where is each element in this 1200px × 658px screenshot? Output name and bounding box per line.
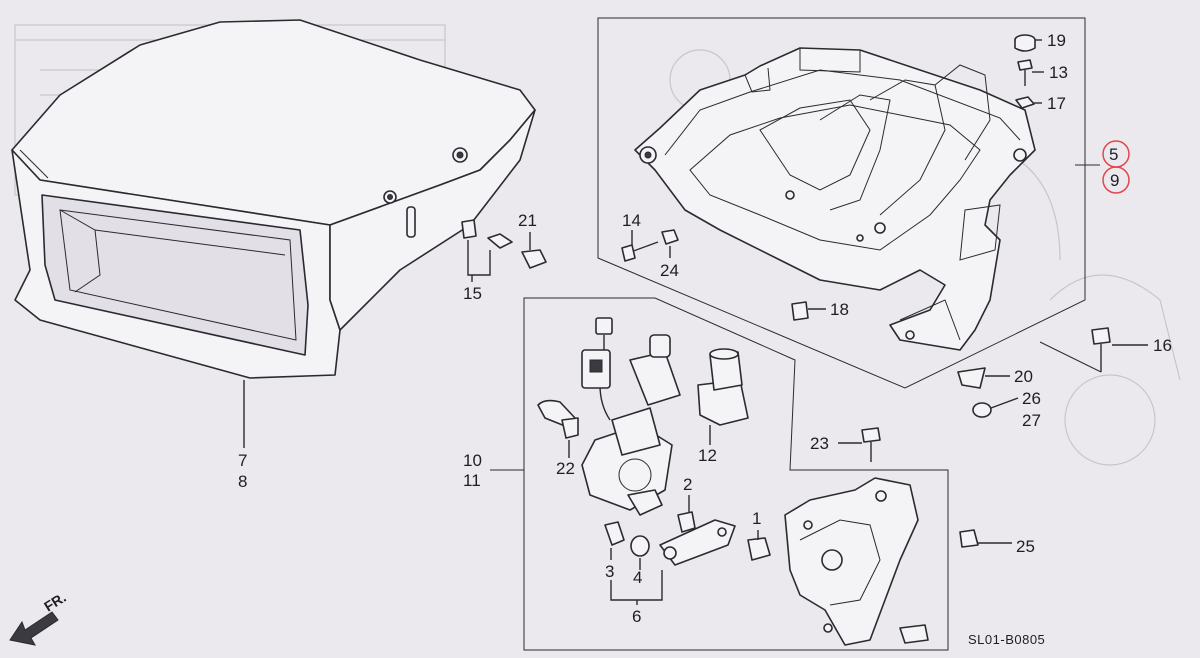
front-direction-arrow: FR.	[9, 589, 69, 646]
callout-labels: 1 2 3 4 5 6 7 8 9 10 11 12 13 14 15 16 1…	[238, 31, 1172, 626]
callout-12: 12	[698, 446, 717, 465]
lower-bracket	[784, 477, 929, 646]
callout-17: 17	[1047, 94, 1066, 113]
fasteners	[461, 34, 1148, 548]
diagram-code: SL01-B0805	[968, 632, 1045, 647]
callout-27: 27	[1022, 411, 1041, 430]
callout-15: 15	[463, 284, 482, 303]
headlight-housing-7-8	[11, 19, 536, 448]
callout-21: 21	[518, 211, 537, 230]
headlight-motor	[581, 317, 681, 516]
callout-11: 11	[463, 471, 481, 490]
callout-5: 5	[1109, 145, 1118, 164]
callout-2: 2	[683, 475, 692, 494]
callout-8: 8	[238, 472, 247, 491]
highlight-rings	[1102, 140, 1130, 194]
callout-3: 3	[605, 562, 614, 581]
part-12-cover	[697, 348, 749, 445]
headlight-motor-frame-5-9	[597, 17, 1100, 389]
motor-assembly-box-10-11	[490, 297, 949, 651]
callout-7: 7	[238, 451, 247, 470]
callout-18: 18	[830, 300, 849, 319]
callout-23: 23	[810, 434, 829, 453]
callout-14: 14	[622, 211, 641, 230]
part-22-clamp	[537, 399, 579, 458]
callout-4: 4	[633, 568, 642, 587]
small-parts-1-6	[604, 495, 771, 605]
callout-22: 22	[556, 459, 575, 478]
callout-1: 1	[752, 509, 761, 528]
callout-19: 19	[1047, 31, 1066, 50]
callout-25: 25	[1016, 537, 1035, 556]
highlight-ring-9	[1102, 166, 1130, 194]
front-direction-label: FR.	[41, 589, 69, 615]
callout-6: 6	[632, 607, 641, 626]
callout-9: 9	[1110, 171, 1119, 190]
callout-24: 24	[660, 261, 679, 280]
callout-13: 13	[1049, 63, 1068, 82]
callout-20: 20	[1014, 367, 1033, 386]
callout-10: 10	[463, 451, 482, 470]
callout-26: 26	[1022, 389, 1041, 408]
callout-16: 16	[1153, 336, 1172, 355]
